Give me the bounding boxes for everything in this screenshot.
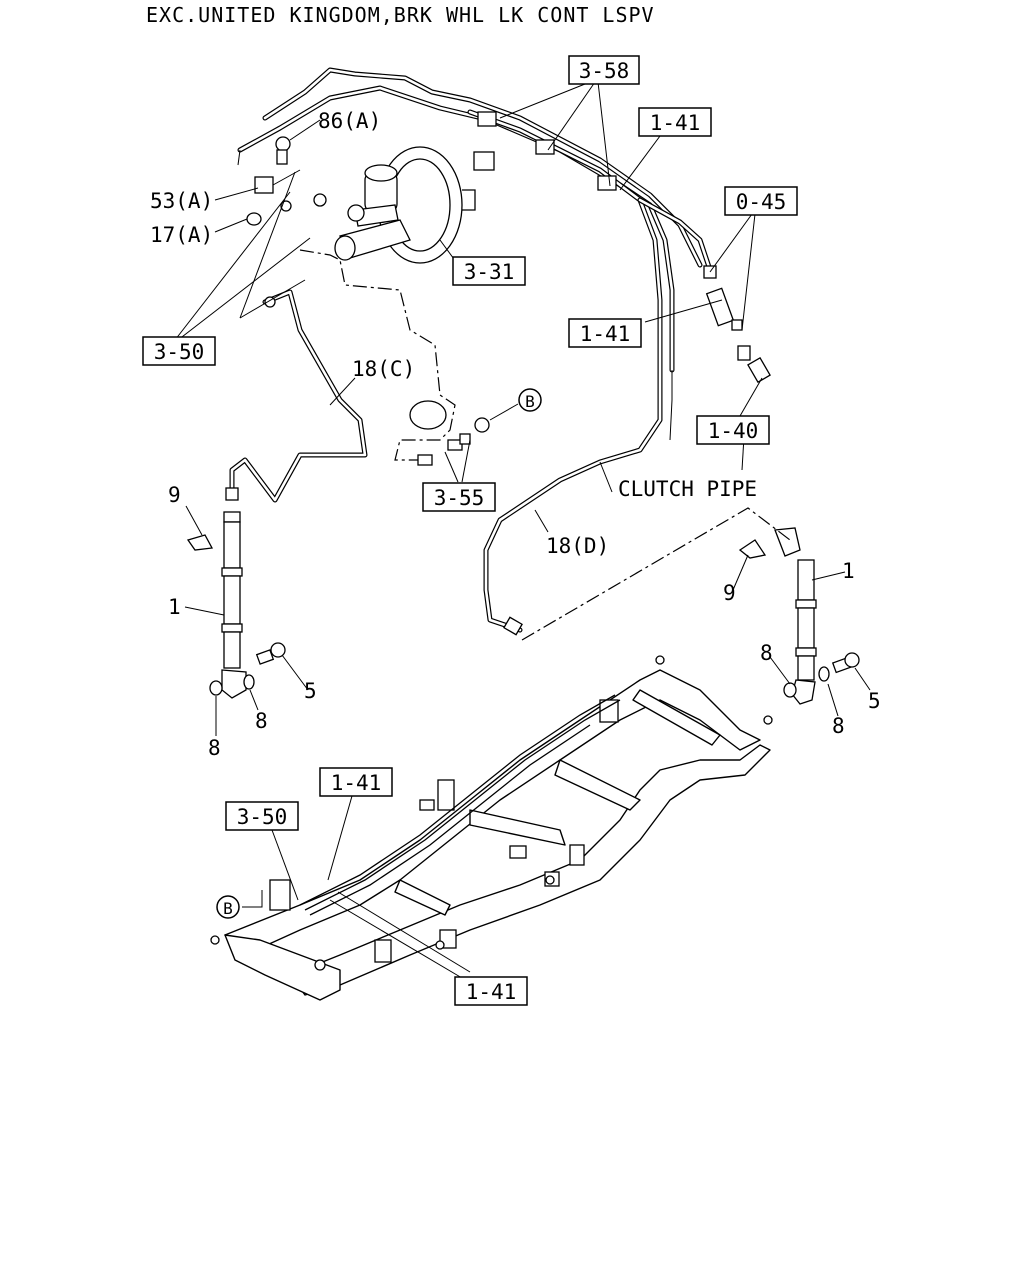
label-5-right: 5 [868,689,881,713]
ref-box-3-58: 3-58 [568,55,640,85]
leader-lines [174,81,871,736]
right-hose-assembly [503,527,860,705]
svg-text:3-58: 3-58 [579,59,630,83]
label-8-right-b: 8 [832,714,845,738]
ref-box-1-41-frame: 1-41 [319,767,393,797]
ref-box-3-50-frame: 3-50 [225,801,299,831]
ref-box-1-41-mid: 1-41 [568,318,642,348]
ref-box-1-41-top: 1-41 [638,107,712,137]
label-86a: 86(A) [318,109,381,133]
label-9-left: 9 [168,483,181,507]
svg-text:1-41: 1-41 [580,322,631,346]
diagram-header: EXC.UNITED KINGDOM,BRK WHL LK CONT LSPV [146,3,655,27]
fittings-left [237,136,327,308]
svg-text:3-31: 3-31 [464,260,515,284]
label-5-left: 5 [304,679,317,703]
label-18d: 18(D) [546,534,609,558]
svg-text:B: B [223,899,233,918]
svg-text:3-50: 3-50 [154,340,205,364]
label-1-right: 1 [842,559,855,583]
left-hose-assembly [186,487,286,699]
master-cylinder [334,164,411,261]
label-8-left-a: 8 [255,709,268,733]
ref-box-1-40: 1-40 [696,415,770,445]
svg-text:1-40: 1-40 [708,419,759,443]
svg-text:1-41: 1-41 [331,771,382,795]
circle-ref-b-top: B [518,388,542,412]
ref-box-3-50-top: 3-50 [142,336,216,366]
svg-text:0-45: 0-45 [736,190,787,214]
vehicle-frame [210,655,773,1001]
label-8-right-a: 8 [760,641,773,665]
label-8-left-b: 8 [208,736,221,760]
label-clutch-pipe: CLUTCH PIPE [618,477,757,501]
circle-ref-b-frame: B [216,895,240,919]
ref-box-1-41-bottom: 1-41 [454,976,528,1006]
top-brake-pipes [229,67,713,633]
ref-box-3-31: 3-31 [452,256,526,286]
ref-box-0-45: 0-45 [724,186,798,216]
svg-text:B: B [525,392,535,411]
dash-connector [521,507,791,641]
label-18c: 18(C) [352,357,415,381]
ref-box-3-55: 3-55 [422,482,496,512]
label-1-left: 1 [168,595,181,619]
label-53a: 53(A) [150,189,213,213]
fittings-355 [417,417,490,466]
label-9-right: 9 [723,581,736,605]
svg-text:3-55: 3-55 [434,486,485,510]
svg-text:1-41: 1-41 [650,111,701,135]
label-17a: 17(A) [150,223,213,247]
fittings-right-top [703,265,771,384]
svg-text:3-50: 3-50 [237,805,288,829]
svg-text:1-41: 1-41 [466,980,517,1004]
